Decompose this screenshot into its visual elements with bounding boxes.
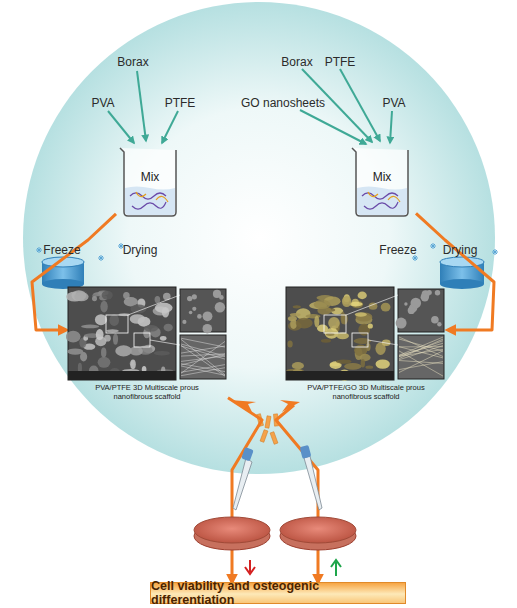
text-label: PTFE <box>165 96 196 110</box>
freeze-dryer <box>42 257 484 289</box>
pipette <box>233 445 322 510</box>
text-label: PVA <box>382 96 405 110</box>
scaffold-image: PVA/PTFE/GO 3D Multiscale prous nanofibr… <box>284 285 448 405</box>
snowflake-symbol <box>36 243 498 261</box>
scaffold-caption: PVA/PTFE 3D Multiscale prous nanofibrous… <box>66 383 228 401</box>
decrease-arrow <box>245 560 255 574</box>
text-label: Borax <box>117 55 148 69</box>
text-label: Borax <box>281 55 312 69</box>
increase-arrow <box>331 560 341 576</box>
beaker-label: Mix <box>116 170 184 184</box>
text-label: Freeze <box>379 243 416 257</box>
sem-image <box>284 285 446 381</box>
result-text: Cell viability and osteogenic differenti… <box>151 583 405 603</box>
flow-arrow <box>228 398 262 582</box>
beaker-label: Mix <box>348 170 416 184</box>
mix-beaker: Mix <box>348 146 416 218</box>
text-label: Drying <box>123 243 158 257</box>
mix-beaker: Mix <box>116 146 184 218</box>
input-arrows <box>108 69 392 144</box>
text-label: PVA <box>91 96 114 110</box>
sem-image <box>66 285 228 381</box>
scaffold-image: PVA/PTFE 3D Multiscale prous nanofibrous… <box>66 285 228 405</box>
text-label: GO nanosheets <box>241 96 325 110</box>
petri-dish <box>194 517 356 550</box>
text-label: PTFE <box>325 55 356 69</box>
text-label: Drying <box>443 243 478 257</box>
text-label: Freeze <box>43 243 80 257</box>
process-circle <box>23 2 495 474</box>
flow-arrow <box>276 405 318 582</box>
scaffold-caption: PVA/PTFE/GO 3D Multiscale prous nanofibr… <box>284 383 448 401</box>
result-box: Cell viability and osteogenic differenti… <box>150 582 406 604</box>
